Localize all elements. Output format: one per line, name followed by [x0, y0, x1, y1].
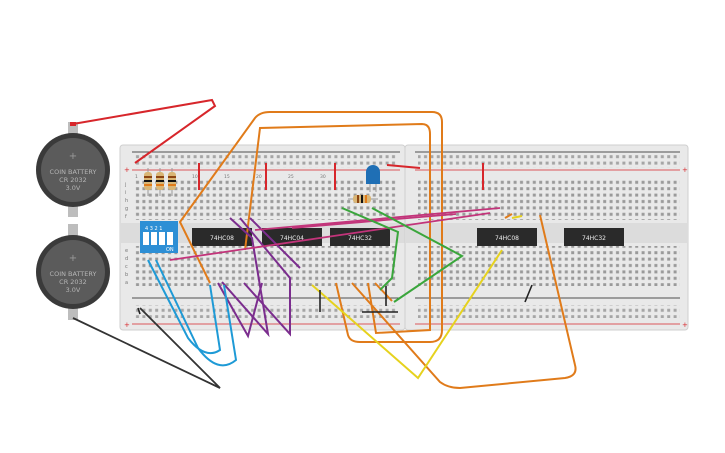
svg-text:e: e: [125, 248, 128, 254]
coin-battery-1[interactable]: + COIN BATTERY CR 2032 3.0V: [36, 122, 110, 217]
battery-black-wire[interactable]: [72, 307, 221, 389]
battery-1-voltage: 3.0V: [66, 184, 81, 192]
orange-wires[interactable]: [178, 111, 577, 390]
purple-wires[interactable]: [217, 217, 301, 339]
rail-plus-signs: + + + +: [124, 166, 688, 329]
svg-text:10: 10: [192, 174, 198, 180]
svg-text:+: +: [124, 321, 130, 329]
svg-text:i: i: [125, 190, 126, 196]
green-wires[interactable]: [341, 207, 464, 303]
svg-text:30: 30: [320, 174, 326, 180]
blue-led[interactable]: [366, 165, 380, 192]
dip-switch-numbers: 4 3 2 1: [145, 226, 163, 232]
breadboard-right: [404, 144, 689, 331]
svg-text:74HC32: 74HC32: [582, 235, 606, 242]
dip-switch-on-label: ON: [166, 247, 174, 253]
row-letters-bottom: e d c b a: [125, 248, 128, 286]
battery-2-name: COIN BATTERY: [50, 270, 97, 278]
yellow-wires[interactable]: [311, 215, 523, 380]
svg-text:+: +: [124, 166, 130, 174]
ic-74hc32-left[interactable]: 74HC32: [330, 228, 390, 246]
svg-text:g: g: [125, 206, 128, 212]
svg-text:1: 1: [135, 174, 138, 180]
svg-text:c: c: [125, 264, 128, 270]
ic-74hc08-right[interactable]: 74HC08: [477, 228, 537, 246]
svg-text:15: 15: [224, 174, 230, 180]
row-letters-top: j i h g f: [124, 182, 128, 220]
svg-text:74HC08: 74HC08: [495, 235, 519, 242]
battery-2-model: CR 2032: [59, 278, 87, 286]
svg-text:+: +: [682, 321, 688, 329]
ic-74hc04[interactable]: 74HC04: [262, 228, 322, 246]
battery-red-wire[interactable]: [72, 98, 217, 164]
svg-text:h: h: [125, 198, 128, 204]
svg-text:+: +: [69, 253, 77, 264]
svg-text:+: +: [682, 166, 688, 174]
svg-text:+: +: [69, 151, 77, 162]
svg-text:j: j: [124, 182, 126, 188]
resistor-group[interactable]: [144, 168, 176, 196]
coin-battery-2[interactable]: + COIN BATTERY CR 2032 3.0V: [36, 224, 110, 320]
svg-text:b: b: [125, 272, 128, 278]
svg-text:f: f: [125, 214, 127, 220]
ic-74hc08-left[interactable]: 74HC08: [192, 228, 252, 246]
svg-text:a: a: [125, 280, 128, 286]
svg-text:74HC32: 74HC32: [348, 235, 372, 242]
battery-1-name: COIN BATTERY: [50, 168, 97, 176]
svg-text:74HC08: 74HC08: [210, 235, 234, 242]
svg-text:20: 20: [256, 174, 262, 180]
red-rail-jumpers[interactable]: [198, 163, 484, 190]
svg-text:25: 25: [288, 174, 294, 180]
battery-2-voltage: 3.0V: [66, 286, 81, 294]
dip-switch[interactable]: 4 3 2 1 ON: [140, 221, 178, 253]
battery-1-model: CR 2032: [59, 176, 87, 184]
svg-text:d: d: [125, 256, 128, 262]
ic-74hc32-right[interactable]: 74HC32: [564, 228, 624, 246]
black-wires[interactable]: [137, 284, 533, 315]
svg-text:74HC04: 74HC04: [280, 235, 304, 242]
led-resistor[interactable]: [348, 195, 378, 203]
blue-wires[interactable]: [147, 259, 238, 367]
